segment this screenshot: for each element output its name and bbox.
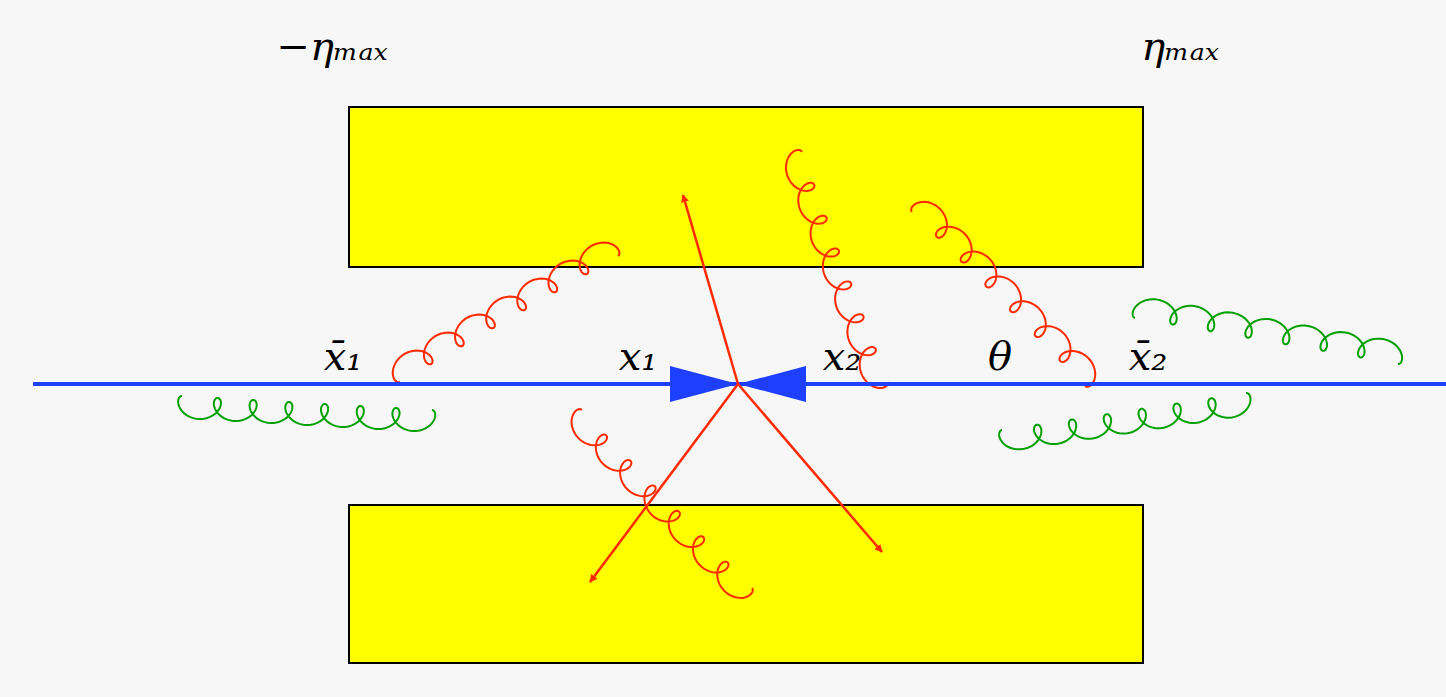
math-label: −ηₘₐₓ (276, 26, 387, 66)
math-label: ηₘₐₓ (1141, 26, 1219, 66)
math-label: x₂ (823, 336, 862, 376)
math-label: x₁ (619, 336, 658, 376)
math-label: x̄₁ (324, 336, 363, 376)
detector-bottom (349, 505, 1143, 663)
math-label: x̄₂ (1129, 336, 1168, 376)
math-label: θ (988, 336, 1012, 376)
jet-arrow (590, 384, 738, 582)
gluon (393, 243, 620, 383)
outgoing-jets (590, 195, 882, 582)
gluon-lines (178, 150, 1402, 598)
detector-top (349, 107, 1143, 267)
gluon (178, 396, 435, 431)
gluon (911, 202, 1095, 387)
jet-arrow (683, 195, 738, 384)
gluon (1133, 299, 1403, 364)
jet-arrow (738, 384, 882, 552)
gluon (786, 150, 888, 388)
gluon (999, 393, 1250, 449)
